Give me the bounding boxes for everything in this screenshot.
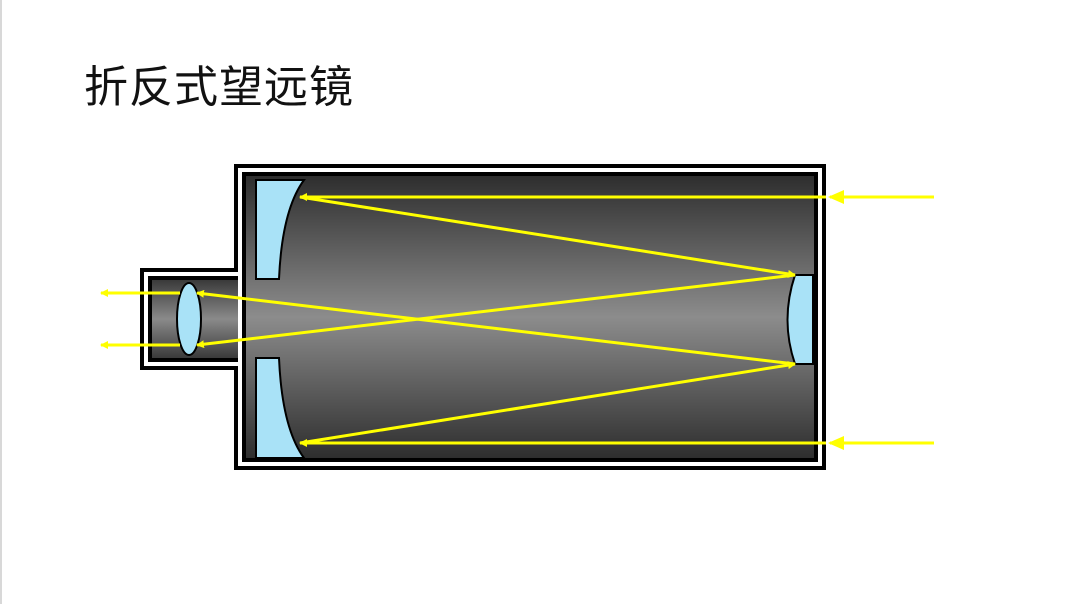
secondary-mirror	[786, 274, 814, 365]
ray-primary-to-secondary-lower	[299, 361, 796, 445]
eyepiece-lens	[176, 282, 202, 356]
slide-title: 折反式望远镜	[84, 62, 354, 113]
ray-secondary-to-eyepiece-upper	[196, 273, 796, 349]
primary-mirror-upper	[255, 179, 306, 280]
slide-left-edge	[0, 0, 2, 604]
main-tube	[234, 164, 826, 470]
light-rays	[100, 190, 934, 450]
ray-primary-to-secondary-upper	[299, 195, 796, 278]
ray-secondary-to-eyepiece-lower	[196, 289, 796, 366]
primary-mirror-lower	[255, 357, 306, 459]
